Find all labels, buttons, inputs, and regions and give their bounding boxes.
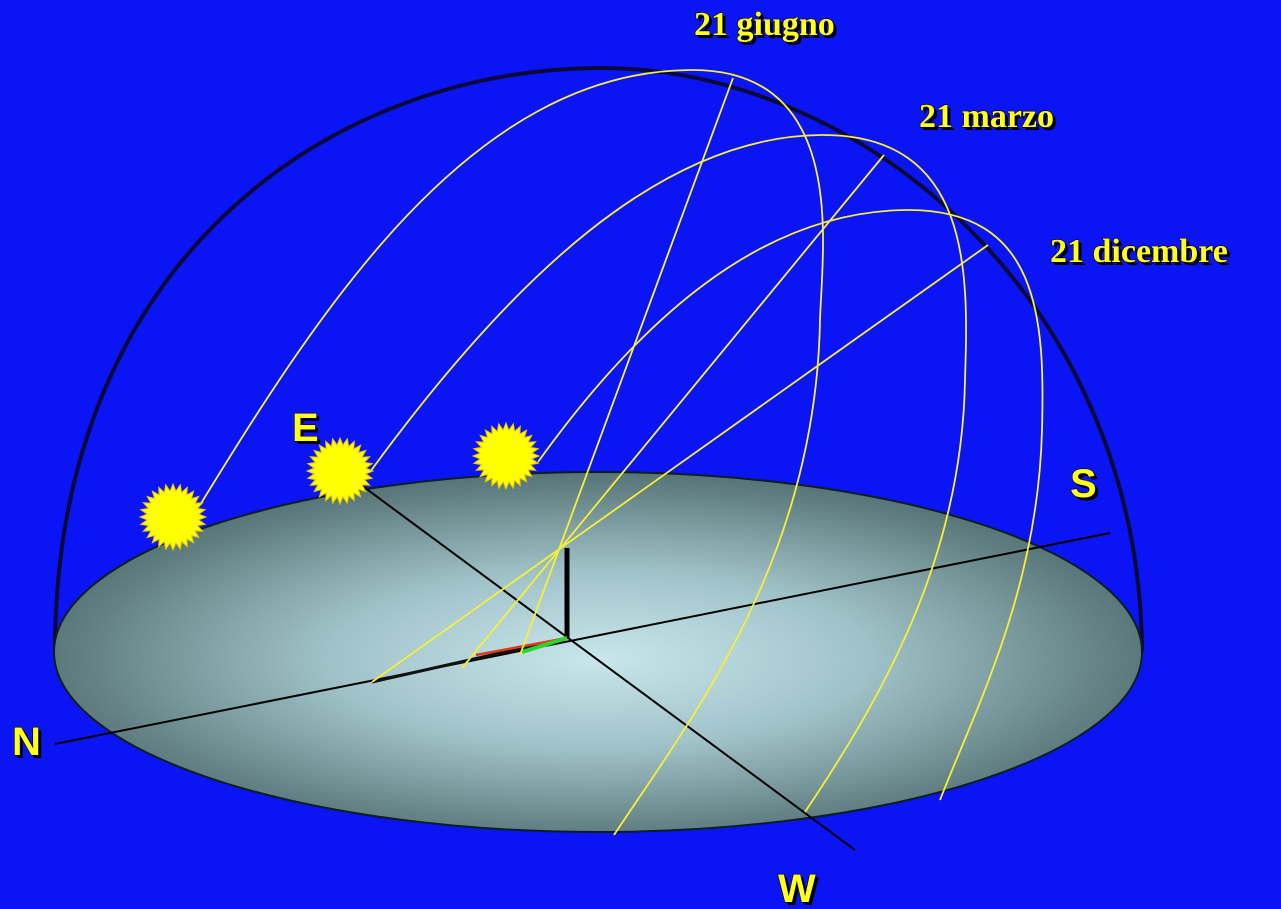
shadow-june bbox=[521, 636, 568, 654]
cardinal-north-shadow: N bbox=[15, 723, 44, 767]
label-june-shadow: 21 giugno bbox=[697, 9, 838, 46]
label-december-shadow: 21 dicembre bbox=[1053, 236, 1231, 273]
east-west-axis bbox=[329, 461, 856, 851]
cardinal-south-shadow: S bbox=[1073, 465, 1100, 509]
cardinal-west-shadow: W bbox=[781, 870, 819, 909]
cardinal-south: S bbox=[1070, 462, 1097, 506]
sun-path-june bbox=[199, 69, 824, 836]
cardinal-east: E bbox=[292, 406, 319, 450]
cardinal-north: N bbox=[12, 720, 41, 764]
sun-group bbox=[138, 421, 541, 552]
label-december: 21 dicembre bbox=[1050, 233, 1228, 270]
label-june: 21 giugno bbox=[694, 6, 835, 43]
sky-dome bbox=[53, 65, 1144, 653]
label-march: 21 marzo bbox=[919, 98, 1054, 135]
ground-plane bbox=[53, 471, 1143, 833]
sun-ray-december bbox=[371, 244, 989, 683]
sun-path-march bbox=[369, 134, 967, 813]
label-march-shadow: 21 marzo bbox=[922, 101, 1057, 138]
cardinal-west: W bbox=[778, 867, 816, 909]
sun-ray-june bbox=[519, 77, 734, 656]
sun-path-december bbox=[537, 209, 1044, 801]
north-south-axis bbox=[54, 532, 1111, 745]
sun-march-sunrise bbox=[305, 436, 375, 506]
cardinal-east-shadow: E bbox=[295, 409, 322, 453]
sun-december-sunrise bbox=[471, 421, 541, 491]
sun-june-sunrise bbox=[138, 482, 208, 552]
sun-ray-march bbox=[461, 154, 885, 669]
